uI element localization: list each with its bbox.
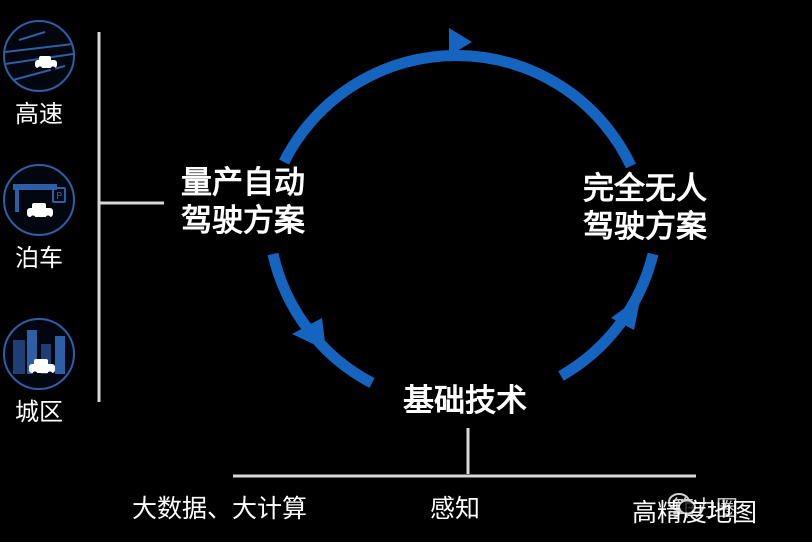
cycle-label-right-line2: 驾驶方案 (583, 209, 707, 245)
scenario-label-city: 城区 (15, 398, 63, 426)
cycle-label-mass-production: 量产自动 驾驶方案 (181, 164, 305, 240)
cycle-label-foundation: 基础技术 (403, 383, 527, 419)
cycle-arc-right (558, 252, 659, 381)
watermark: 算力圈 (668, 492, 738, 522)
cycle-arrow-left (292, 318, 326, 350)
cycle-label-fully-driverless: 完全无人 驾驶方案 (583, 170, 707, 246)
cycle-label-right-line1: 完全无人 (583, 171, 707, 207)
scenario-parking: P 泊车 (2, 164, 76, 272)
scenario-label-parking: 泊车 (15, 244, 63, 272)
scenario-label-highway: 高速 (15, 100, 63, 128)
cycle-arrow-top (449, 28, 472, 56)
cycle-arc-top (279, 50, 636, 169)
scenario-city: 城区 (2, 318, 76, 426)
highway-car-icon (3, 20, 75, 92)
svg-text:P: P (56, 191, 62, 202)
cycle-arrow-right (611, 296, 641, 330)
cycle-label-left-line1: 量产自动 (181, 165, 305, 201)
scenario-highway: 高速 (2, 20, 76, 128)
parking-car-icon: P (3, 164, 75, 236)
foundation-big-data: 大数据、大计算 (132, 494, 308, 523)
foundation-perception: 感知 (430, 494, 481, 523)
city-car-icon (3, 318, 75, 390)
wechat-icon (668, 493, 696, 515)
cycle-label-left-line2: 驾驶方案 (181, 203, 305, 239)
cycle-arc-left (267, 252, 375, 388)
